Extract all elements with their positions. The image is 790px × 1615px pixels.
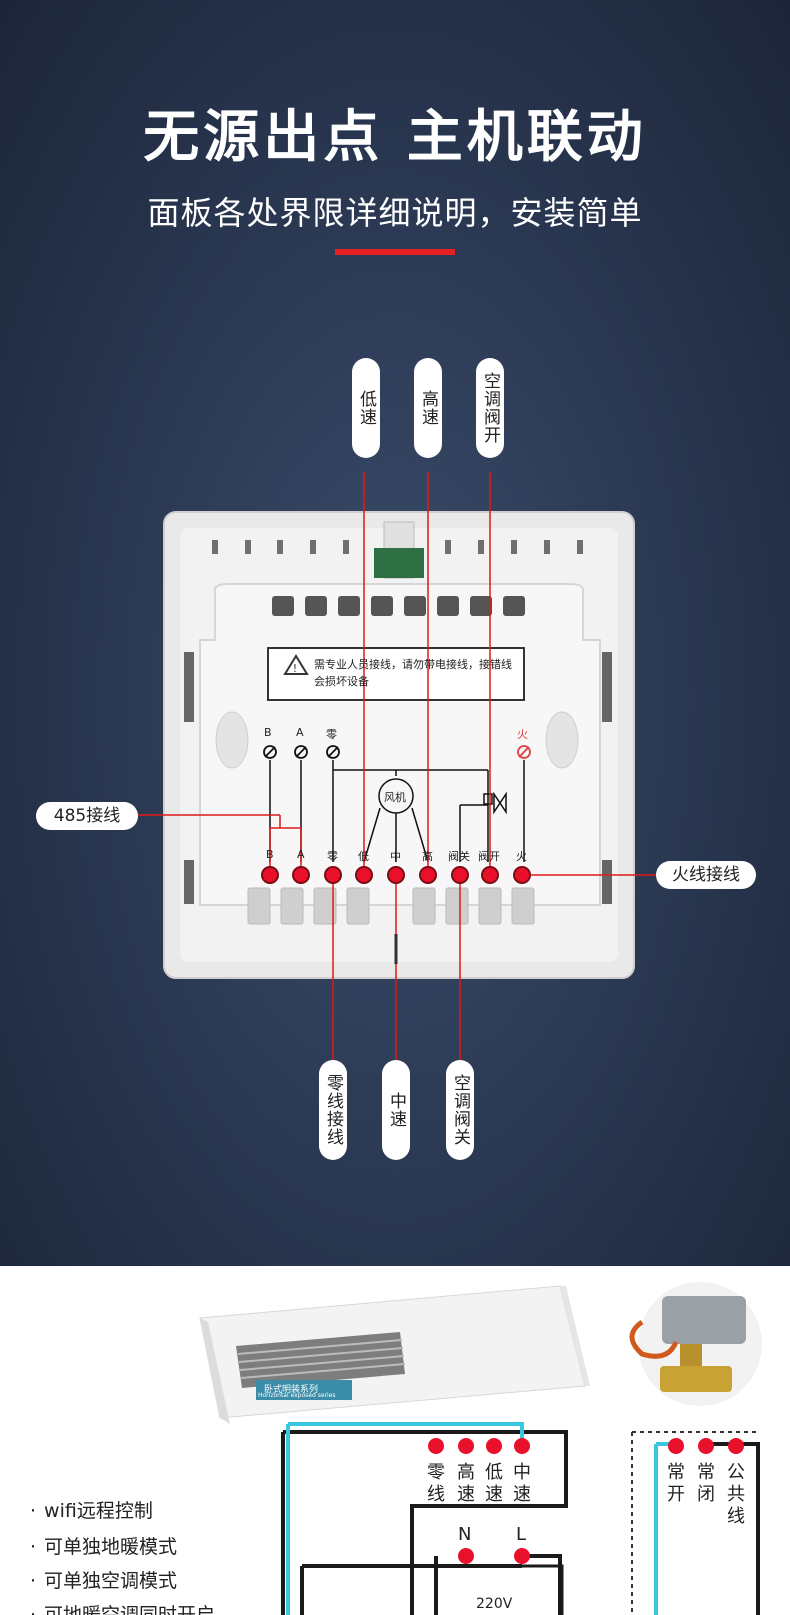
valve-terminal-nc: 常闭: [697, 1462, 715, 1505]
terminal-label-neutral: 零: [327, 850, 338, 863]
warning-text: 需专业人员接线，请勿带电接线，接错线会损坏设备: [314, 658, 512, 688]
label-neutral-wire: 零线接线: [319, 1060, 347, 1160]
fan-terminal-neutral: 零线: [427, 1462, 445, 1505]
warning-box: [267, 647, 525, 701]
top-terminal-a: A: [296, 726, 304, 739]
label-485: 485接线: [36, 802, 138, 830]
valve-terminal-no: 常开: [667, 1462, 685, 1505]
pcb-connector: [374, 548, 424, 578]
top-terminals: [263, 745, 340, 759]
terminal-label-live: 火: [516, 850, 527, 863]
fan-terminal-mid: 中速: [513, 1462, 531, 1505]
valve-actuator: [662, 1296, 746, 1344]
feature-item: ·wifi远程控制: [30, 1500, 153, 1522]
power-l: L: [516, 1524, 527, 1545]
feature-item: ·可单独地暖模式: [30, 1536, 178, 1558]
hero-section: 无源出点 主机联动 面板各处界限详细说明，安装简单: [0, 0, 790, 1266]
power-voltage: 220V: [476, 1596, 513, 1612]
terminal-label-low: 低: [358, 850, 369, 863]
feature-item: ·可单独空调模式: [30, 1570, 178, 1592]
title-underline: [335, 249, 455, 255]
power-n: N: [458, 1524, 472, 1545]
terminal-label-a: A: [297, 848, 305, 861]
terminal-label-mid: 中: [390, 850, 401, 863]
top-terminal-b: B: [264, 726, 272, 739]
label-ac-valve-close: 空调阀关: [446, 1060, 474, 1160]
fan-coil-label: 卧式明装系列: [264, 1385, 319, 1395]
top-terminal-live: 火: [517, 728, 528, 741]
top-vents: [212, 540, 583, 554]
warning-icon: [283, 654, 309, 675]
label-low-speed: 低速: [352, 358, 380, 458]
label-live-wire: 火线接线: [656, 861, 756, 889]
page-subtitle: 面板各处界限详细说明，安装简单: [147, 194, 643, 232]
page-title: 无源出点 主机联动: [143, 105, 647, 170]
terminal-label-high: 高: [422, 850, 433, 863]
top-terminal-neutral: 零: [326, 728, 337, 741]
terminal-label-b: B: [266, 848, 274, 861]
feature-item: ·可地暖空调同时开启: [30, 1604, 216, 1615]
valve-body: [660, 1366, 732, 1392]
bottom-terminal-labels: B A 零 低 中 高 阀关 阀开 火: [0, 848, 790, 864]
fan-coil-badge: [256, 1380, 352, 1400]
label-ac-valve-open: 空调阀开: [476, 358, 504, 458]
wiring-section: 零线 高速 低速 中速 卧式明装系列 Horizontal exposed se…: [0, 1266, 790, 1615]
terminal-label-valve-close: 阀关: [448, 850, 470, 863]
fan-terminal-low: 低速: [485, 1462, 503, 1505]
bottom-terminals: [261, 866, 531, 884]
label-high-speed: 高速: [414, 358, 442, 458]
panel-diagram: !: [138, 472, 656, 1060]
terminal-label-valve-open: 阀开: [478, 850, 500, 863]
wiring-diagram: [199, 1282, 762, 1615]
label-mid-speed: 中速: [382, 1060, 410, 1160]
svg-text:!: !: [293, 662, 297, 675]
middle-vents: [272, 596, 525, 616]
fan-symbol-label: 风机: [384, 791, 406, 804]
fan-terminal-high: 高速: [457, 1462, 475, 1505]
internal-wiring: [269, 760, 525, 863]
bottom-vents: [247, 887, 535, 925]
leader-lines: [138, 472, 656, 1060]
fan-coil-sublabel: Horizontal exposed series: [258, 1392, 336, 1399]
valve-terminal-common: 公共线: [727, 1462, 745, 1527]
